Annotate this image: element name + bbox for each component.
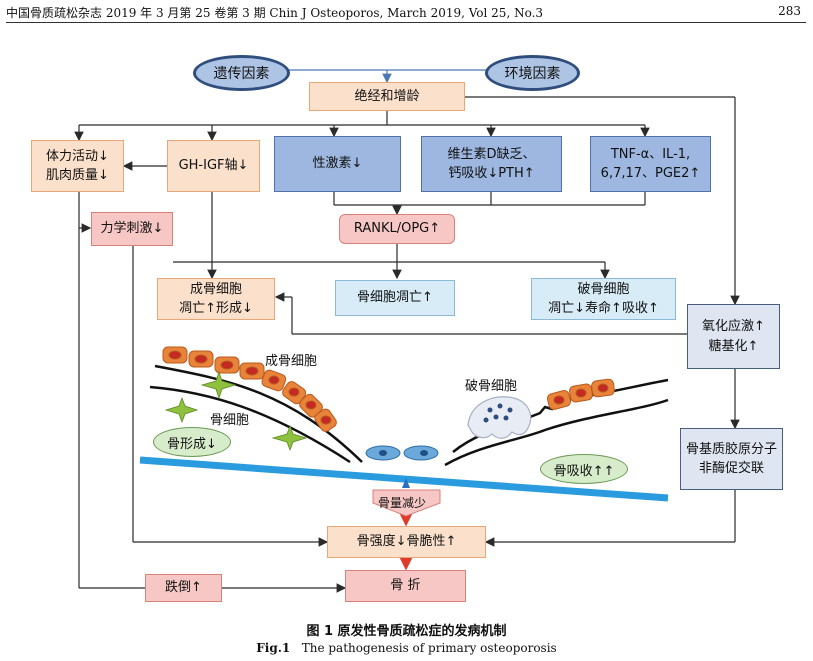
gh-igf-axis-node: GH-IGF轴↓ <box>167 140 260 192</box>
osteocyte-apoptosis-node: 骨细胞凋亡↑ <box>335 280 455 316</box>
figure-caption-label: Fig.1 <box>256 641 291 655</box>
left-bone-line-lower <box>149 385 351 464</box>
figure-caption-text: The pathogenesis of primary osteoporosis <box>301 641 557 655</box>
figure-caption-chinese: 图 1 原发性骨质疏松症的发病机制 <box>306 624 507 639</box>
vitamin-d-node: 维生素D缺乏、 钙吸收↓PTH↑ <box>421 136 562 192</box>
cytokines-node: TNF-α、IL-1, 6,7,17、PGE2↑ <box>590 136 711 192</box>
osteoblast-cell-row-right <box>546 378 615 410</box>
osteoblast-cell-row-left <box>162 346 337 432</box>
osteocyte-star-icons <box>164 370 308 452</box>
page-number: 283 <box>778 4 801 18</box>
physical-activity-node: 体力活动↓ 肌肉质量↓ <box>31 140 124 192</box>
rankl-opg-node: RANKL/OPG↑ <box>339 214 455 244</box>
right-bone-line-lower <box>444 398 669 467</box>
journal-header: 中国骨质疏松杂志 2019 年 3 月第 25 卷第 3 期 Chin J Os… <box>6 6 544 20</box>
sex-hormone-node: 性激素↓ <box>274 136 401 192</box>
bone-loss-pentagon <box>372 489 441 517</box>
menopause-aging-node: 绝经和增龄 <box>309 82 465 111</box>
bone-formation-node: 骨形成↓ <box>153 427 231 457</box>
bone-surface-marker-icon <box>402 478 410 488</box>
environmental-factors-node: 环境因素 <box>485 55 580 91</box>
osteoblast-label: 成骨细胞 <box>265 354 318 369</box>
left-bone-line-upper <box>154 364 363 463</box>
bone-strength-node: 骨强度↓骨脆性↑ <box>327 526 486 558</box>
figure-caption-english: Fig.1 The pathogenesis of primary osteop… <box>0 641 813 655</box>
fracture-node: 骨 折 <box>345 570 466 602</box>
osteocyte-label: 骨细胞 <box>210 413 250 428</box>
bone-loss-label: 骨量减少 <box>378 496 427 510</box>
bone-surface-line <box>139 456 669 502</box>
osteoclast-status-node: 破骨细胞 凋亡↓寿命↑吸收↑ <box>531 278 676 320</box>
header-rule <box>6 22 806 23</box>
fall-node: 跌倒↑ <box>145 574 222 602</box>
bone-resorption-node: 骨吸收↑↑ <box>540 454 628 484</box>
osteoclast-cell-icon <box>467 396 532 439</box>
collagen-crosslink-node: 骨基质胶原分子 非酶促交联 <box>680 428 783 490</box>
osteoclast-label: 破骨细胞 <box>465 379 518 394</box>
osteoblast-status-node: 成骨细胞 凋亡↑形成↓ <box>157 278 275 320</box>
mechanical-stimulus-node: 力学刺激↓ <box>91 212 173 246</box>
oxidative-stress-node: 氧化应激↑ 糖基化↑ <box>687 304 780 369</box>
genetic-factors-node: 遗传因素 <box>193 55 290 91</box>
